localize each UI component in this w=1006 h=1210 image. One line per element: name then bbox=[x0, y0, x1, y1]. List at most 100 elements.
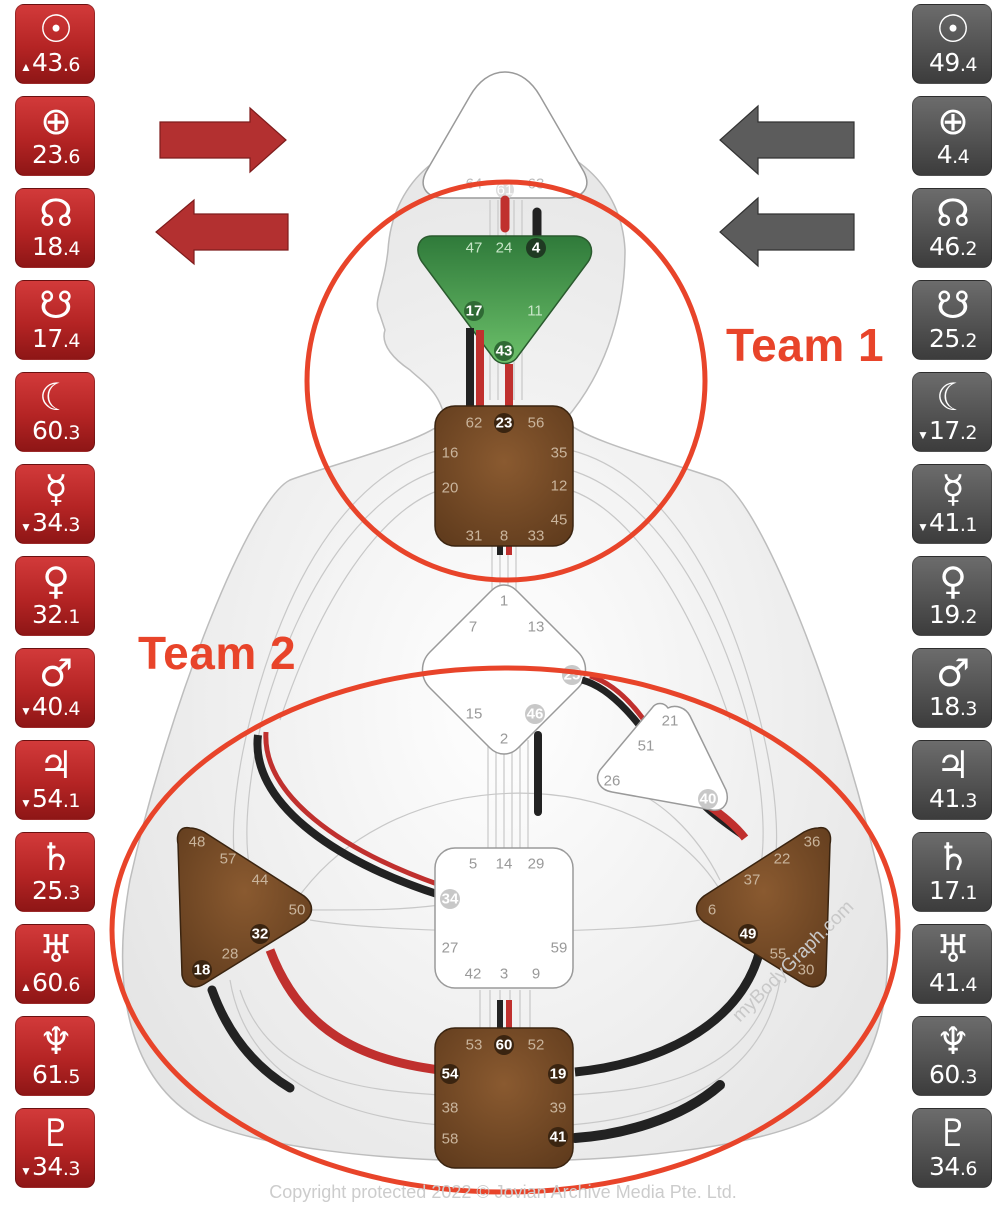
south-node-icon: ☋ bbox=[936, 283, 970, 327]
root-center bbox=[434, 1027, 574, 1169]
planet-tile-earth: ⊕4.4 bbox=[912, 96, 992, 176]
gate-4: 4 bbox=[532, 240, 541, 257]
earth-icon: ⊕ bbox=[40, 99, 72, 143]
gate-line-value: 41.3 bbox=[929, 784, 977, 813]
gate-line-value: 17.4 bbox=[32, 324, 80, 353]
gate-line-value: 60.6 bbox=[32, 968, 80, 997]
gate-31: 31 bbox=[466, 528, 483, 545]
gate-line-value: 25.2 bbox=[929, 324, 977, 353]
gate-50: 50 bbox=[289, 902, 306, 919]
gate-24: 24 bbox=[496, 240, 513, 257]
planet-tile-earth: ⊕23.6 bbox=[15, 96, 95, 176]
gate-9: 9 bbox=[532, 966, 540, 983]
gate-29: 29 bbox=[528, 856, 545, 873]
gate-line-value: 34.6 bbox=[929, 1152, 977, 1181]
gate-line-value: 61.5 bbox=[32, 1060, 80, 1089]
gate-49: 49 bbox=[740, 926, 757, 943]
earth-icon: ⊕ bbox=[937, 99, 969, 143]
detriment-marker-icon: ▼ bbox=[917, 520, 929, 534]
planet-tile-moon: ☾60.3 bbox=[15, 372, 95, 452]
gate-line-value: 40.4 bbox=[32, 692, 80, 721]
detriment-marker-icon: ▼ bbox=[20, 796, 32, 810]
gate-52: 52 bbox=[528, 1037, 545, 1054]
gate-35: 35 bbox=[551, 445, 568, 462]
planet-tile-mercury: ☿41.1▼ bbox=[912, 464, 992, 544]
gate-line-value: 17.2 bbox=[929, 416, 977, 445]
moon-icon: ☾ bbox=[38, 375, 74, 419]
gate-5: 5 bbox=[469, 856, 477, 873]
spleen-center bbox=[176, 826, 313, 988]
gate-17: 17 bbox=[466, 303, 483, 320]
gate-line-value: 60.3 bbox=[929, 1060, 977, 1089]
neptune-icon: ♆ bbox=[935, 1019, 971, 1063]
team2-ellipse bbox=[109, 665, 901, 1195]
gate-14: 14 bbox=[496, 856, 513, 873]
gate-line-value: 18.4 bbox=[32, 232, 80, 261]
north-node-icon: ☊ bbox=[39, 191, 73, 235]
gate-38: 38 bbox=[442, 1100, 459, 1117]
gate-line-value: 49.4 bbox=[929, 48, 977, 77]
gate-49-marker bbox=[738, 924, 758, 944]
planet-tile-neptune: ♆60.3 bbox=[912, 1016, 992, 1096]
north-node-icon: ☊ bbox=[936, 191, 970, 235]
planet-tile-jupiter: ♃54.1▼ bbox=[15, 740, 95, 820]
gate-30: 30 bbox=[798, 962, 815, 979]
jupiter-icon: ♃ bbox=[38, 743, 74, 787]
south-node-icon: ☋ bbox=[39, 283, 73, 327]
sacral-center bbox=[434, 847, 574, 989]
gate-26: 26 bbox=[604, 773, 621, 790]
design-arrow-left bbox=[155, 198, 289, 266]
gate-43: 43 bbox=[496, 343, 513, 360]
gate-line-value: 18.3 bbox=[929, 692, 977, 721]
gate-58: 58 bbox=[442, 1131, 459, 1148]
gate-18: 18 bbox=[194, 962, 211, 979]
gate-46-marker bbox=[525, 704, 545, 724]
gate-34-marker bbox=[440, 889, 460, 909]
exalted-marker-icon: ▲ bbox=[20, 980, 32, 994]
gate-51: 51 bbox=[638, 738, 655, 755]
mercury-icon: ☿ bbox=[44, 467, 68, 511]
gate-line-value: 32.1 bbox=[32, 600, 80, 629]
gate-12: 12 bbox=[551, 478, 568, 495]
gate-62: 62 bbox=[466, 415, 483, 432]
sun-icon: ☉ bbox=[38, 7, 74, 51]
gate-54-marker bbox=[440, 1064, 460, 1084]
gate-line-value: 46.2 bbox=[929, 232, 977, 261]
planet-tile-uranus: ♅60.6▲ bbox=[15, 924, 95, 1004]
venus-icon: ♀ bbox=[42, 559, 70, 603]
gate-11: 11 bbox=[527, 303, 543, 320]
team1-circle bbox=[304, 179, 708, 583]
channel-57-34-design bbox=[263, 731, 441, 888]
planet-tile-mars: ♂18.3 bbox=[912, 648, 992, 728]
throat-center bbox=[434, 405, 574, 547]
gate-60-marker bbox=[494, 1035, 514, 1055]
gate-41: 41 bbox=[550, 1129, 567, 1146]
saturn-icon: ♄ bbox=[38, 835, 74, 879]
gate-23-marker bbox=[494, 413, 514, 433]
gate-20: 20 bbox=[442, 480, 459, 497]
gate-line-value: 4.4 bbox=[936, 140, 970, 169]
gate-56: 56 bbox=[528, 415, 545, 432]
gate-61: 61 bbox=[497, 182, 514, 199]
gate-53: 53 bbox=[466, 1037, 483, 1054]
sun-icon: ☉ bbox=[935, 7, 971, 51]
pluto-icon: ♇ bbox=[935, 1111, 971, 1155]
gate-7: 7 bbox=[469, 619, 477, 636]
gate-32: 32 bbox=[252, 926, 269, 943]
gate-36: 36 bbox=[804, 834, 821, 851]
planet-tile-uranus: ♅41.4 bbox=[912, 924, 992, 1004]
gate-28: 28 bbox=[222, 946, 239, 963]
gate-44: 44 bbox=[252, 872, 269, 889]
planet-tile-sun: ☉49.4 bbox=[912, 4, 992, 84]
gate-3: 3 bbox=[500, 966, 508, 983]
planet-tile-sun: ☉43.6▲ bbox=[15, 4, 95, 84]
gate-34: 34 bbox=[442, 891, 459, 908]
gate-line-value: 34.3 bbox=[32, 508, 80, 537]
gate-42: 42 bbox=[465, 966, 482, 983]
gate-57: 57 bbox=[220, 851, 237, 868]
planet-tile-jupiter: ♃41.3 bbox=[912, 740, 992, 820]
planet-tile-saturn: ♄25.3 bbox=[15, 832, 95, 912]
gate-line-value: 60.3 bbox=[32, 416, 80, 445]
exalted-marker-icon: ▲ bbox=[20, 60, 32, 74]
gate-32-marker bbox=[250, 924, 270, 944]
